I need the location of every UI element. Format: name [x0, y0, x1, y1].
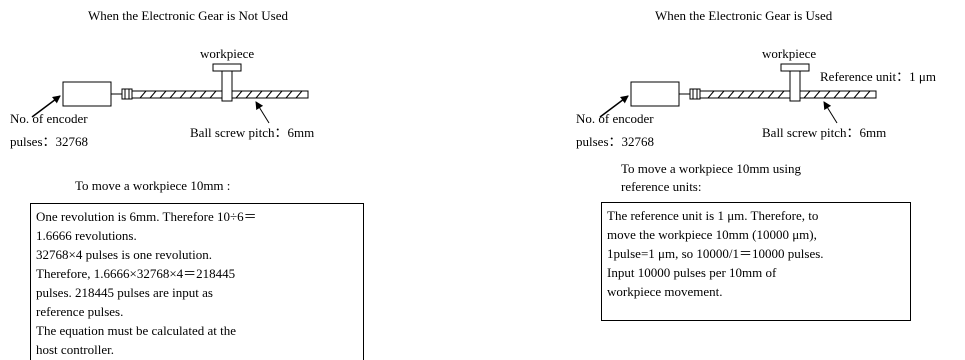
right-box-line: workpiece movement. [607, 284, 723, 299]
right-workpiece-stem [789, 70, 801, 102]
left-workpiece-top [212, 63, 242, 72]
left-box-line: Therefore, 1.6666×32768×4＝218445 [36, 266, 236, 281]
left-move-caption: To move a workpiece 10mm : [75, 178, 231, 193]
left-box-line: 32768×4 pulses is one revolution. [36, 247, 212, 262]
left-box-line: One revolution is 6mm. Therefore 10÷6＝ [36, 209, 257, 224]
right-motor [630, 81, 680, 107]
left-workpiece-stem [221, 70, 233, 102]
right-encoder-label-line2: pulses：32768 [576, 134, 655, 149]
right-move-caption-line2: reference units: [621, 179, 702, 194]
right-coupling [689, 88, 701, 100]
left-screw-hatch [139, 90, 303, 99]
left-workpiece-label: workpiece [200, 46, 255, 61]
right-screw-hatch [707, 90, 871, 99]
right-box-line: move the workpiece 10mm (10000 μm), [607, 227, 817, 242]
right-box-line: The reference unit is 1 μm. Therefore, t… [607, 208, 819, 223]
right-box-line: 1pulse=1 μm, so 10000/1＝10000 pulses. [607, 246, 824, 261]
right-box-line: Input 10000 pulses per 10mm of [607, 265, 777, 280]
right-pitch-label: Ball screw pitch：6mm [762, 125, 887, 140]
right-ball-screw [699, 90, 877, 99]
left-encoder-arrow [31, 95, 61, 118]
left-pitch-arrow [255, 101, 270, 124]
right-heading: When the Electronic Gear is Used [655, 8, 833, 23]
right-assembly [599, 63, 877, 124]
left-encoder-label-line1: No. of encoder [10, 111, 88, 126]
left-assembly [31, 63, 309, 124]
left-coupling [121, 88, 133, 100]
left-box-line: 1.6666 revolutions. [36, 228, 137, 243]
right-workpiece-label: workpiece [762, 46, 817, 61]
left-explanation-box: One revolution is 6mm. Therefore 10÷6＝ 1… [30, 203, 364, 360]
right-reference-unit-label: Reference unit：1 μm [820, 69, 936, 84]
left-motor [62, 81, 112, 107]
right-encoder-label-line1: No. of encoder [576, 111, 654, 126]
left-ball-screw [131, 90, 309, 99]
left-pitch-label: Ball screw pitch：6mm [190, 125, 315, 140]
left-box-line: The equation must be calculated at the [36, 323, 236, 338]
right-explanation-box: The reference unit is 1 μm. Therefore, t… [601, 202, 911, 321]
left-box-line: reference pulses. [36, 304, 124, 319]
left-box-line: pulses. 218445 pulses are input as [36, 285, 213, 300]
left-encoder-label-line2: pulses：32768 [10, 134, 89, 149]
left-heading: When the Electronic Gear is Not Used [88, 8, 288, 23]
right-pitch-arrow [823, 101, 838, 124]
right-workpiece-top [780, 63, 810, 72]
right-move-caption-line1: To move a workpiece 10mm using [621, 161, 801, 176]
left-box-line: host controller. [36, 342, 114, 357]
right-encoder-arrow [599, 95, 629, 118]
